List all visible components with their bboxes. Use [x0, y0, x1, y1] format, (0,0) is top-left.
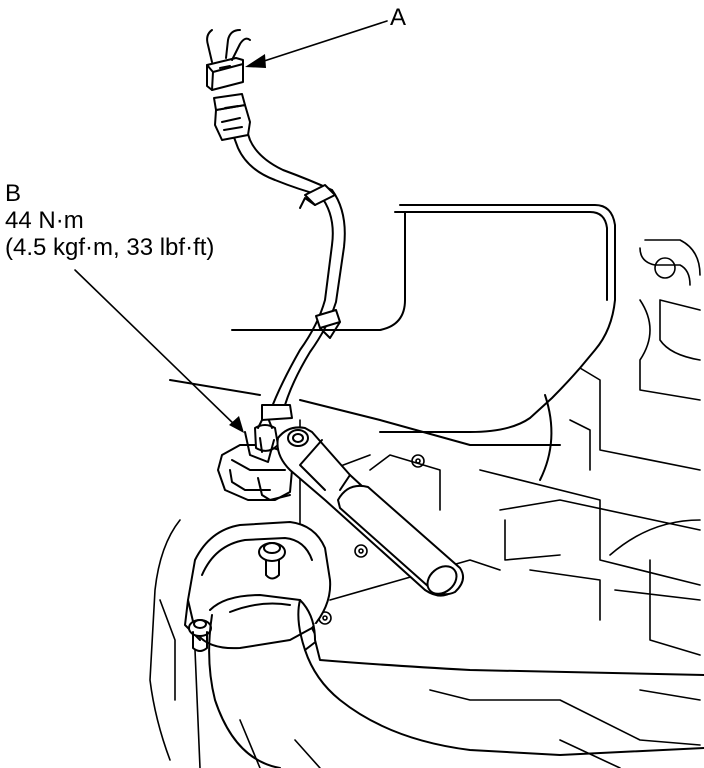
- callout-a-label: A: [390, 4, 406, 31]
- engine-block-outline: [299, 239, 701, 656]
- callout-b-letter: B: [5, 180, 22, 207]
- arrowhead-b: [229, 416, 244, 433]
- socket-wrench: [276, 426, 465, 597]
- sensor-harness: [231, 127, 346, 421]
- oxygen-sensor: [217, 417, 293, 501]
- oil-pan-outline: [169, 204, 616, 481]
- torque-metric: 44 N·m: [5, 207, 84, 234]
- arrowhead-a: [245, 54, 266, 68]
- exhaust-flange: [184, 521, 704, 768]
- harness-connector: [206, 29, 251, 141]
- callout-a-letter: A: [390, 4, 407, 31]
- callout-b-label: B 44 N·m (4.5 kgf·m, 33 lbf·ft): [5, 180, 214, 261]
- torque-imperial: (4.5 kgf·m, 33 lbf·ft): [5, 234, 215, 261]
- leader-lines: [74, 20, 388, 429]
